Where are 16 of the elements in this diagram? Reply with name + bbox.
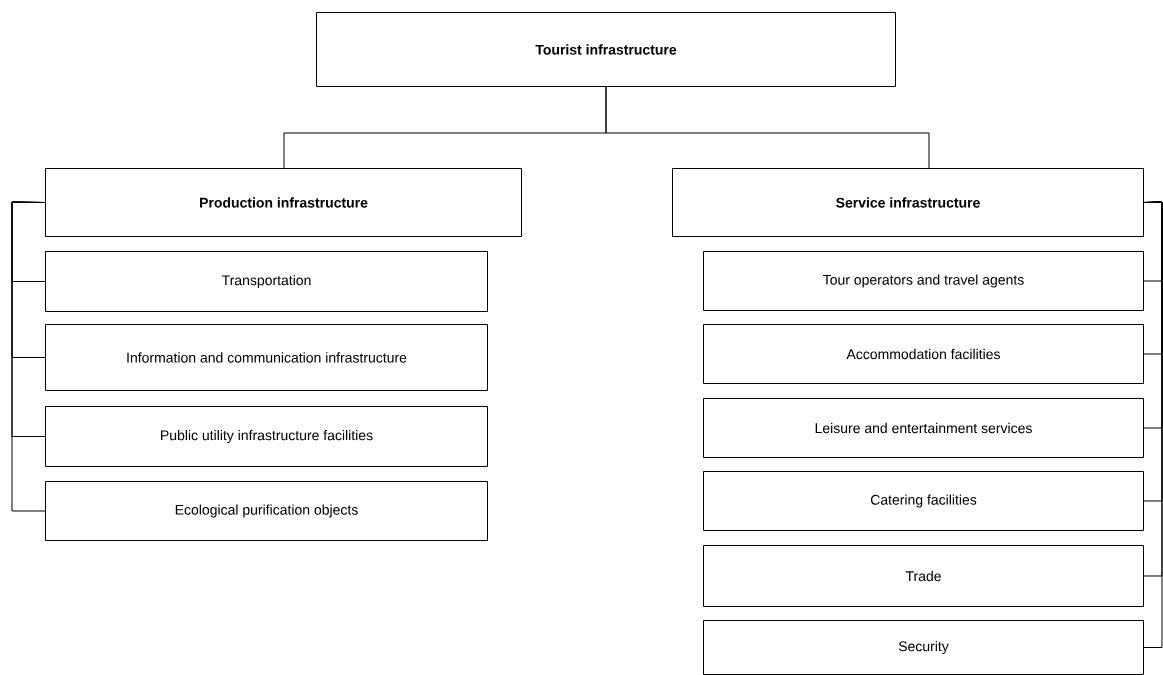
item-box: Public utility infrastructure facilities (45, 406, 488, 467)
item-box: Information and communication infrastructure (45, 324, 488, 391)
item-box: Leisure and entertainment services (703, 398, 1144, 458)
item-box: Accommodation facilities (703, 324, 1144, 384)
category-box: Service infrastructure (672, 168, 1144, 237)
item-box: Tour operators and travel agents (703, 251, 1144, 311)
connector (605, 86, 930, 169)
item-box: Security (703, 620, 1144, 675)
item-box: Transportation (45, 251, 488, 312)
category-box: Production infrastructure (45, 168, 522, 237)
connector (1143, 201, 1163, 648)
item-box: Ecological purification objects (45, 481, 488, 541)
item-box: Catering facilities (703, 471, 1144, 531)
root-box: Tourist infrastructure (316, 12, 896, 87)
item-box: Trade (703, 545, 1144, 607)
connector (11, 201, 46, 512)
